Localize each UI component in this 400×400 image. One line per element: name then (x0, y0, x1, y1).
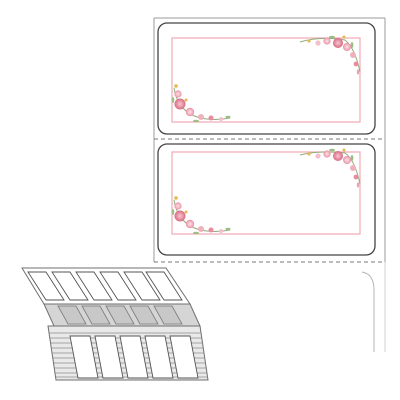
pink-frame (171, 151, 361, 235)
floral-corner-icon (299, 148, 361, 188)
floral-corner-icon (171, 196, 231, 235)
fold-middle-panel (43, 303, 201, 327)
stack-front-labels (69, 335, 199, 379)
label-2 (157, 143, 376, 256)
floral-corner-icon (171, 84, 231, 123)
fold-top-strip (21, 267, 191, 305)
form-sheet (153, 17, 386, 352)
label-1 (157, 22, 376, 135)
fanfold-stack-icon (21, 267, 209, 381)
pink-frame (171, 37, 361, 123)
floral-corner-icon (299, 35, 361, 75)
